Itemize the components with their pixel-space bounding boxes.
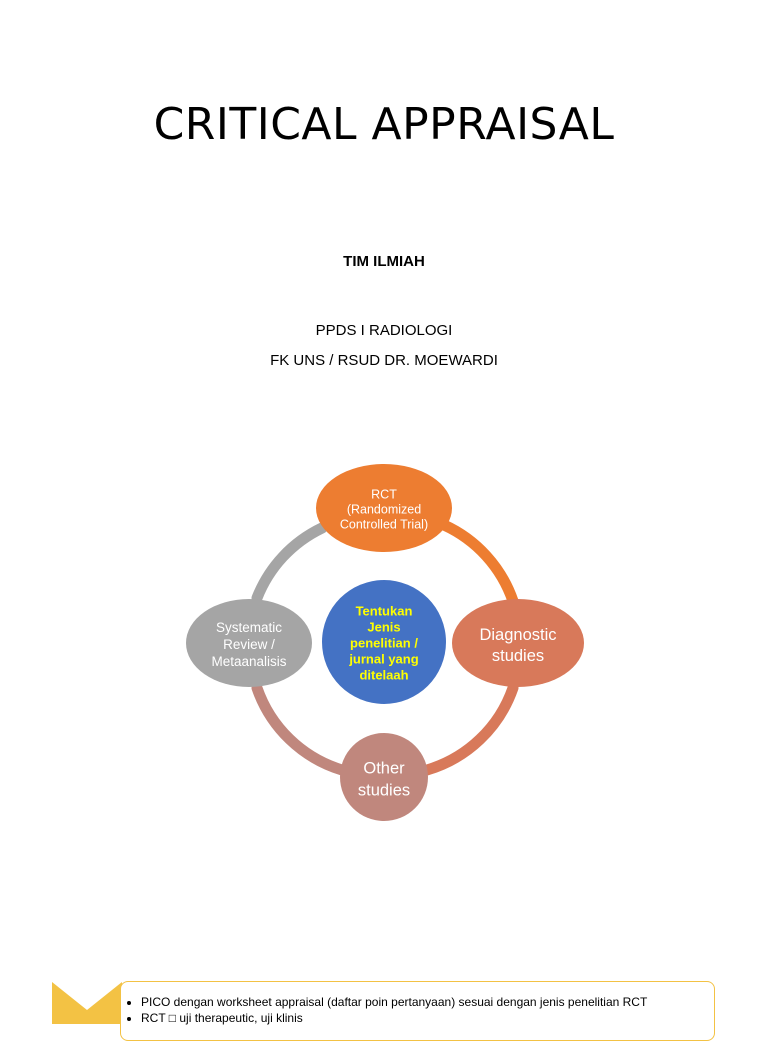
- node-other-studies-label: Other studies: [358, 760, 410, 800]
- node-diagnostic-studies: [452, 599, 584, 687]
- arc-other-to-systematic: [251, 682, 348, 776]
- center-node-label-line: ditelaah: [359, 668, 408, 683]
- node-rct-label-line: RCT: [371, 487, 397, 501]
- chevron-down-icon: [52, 982, 122, 1024]
- node-systematic-label-line: Metaanalisis: [211, 654, 286, 669]
- node-other-label-line: studies: [358, 782, 410, 800]
- center-node-label-line: jurnal yang: [348, 652, 418, 667]
- notes-list: PICO dengan worksheet appraisal (daftar …: [129, 994, 706, 1026]
- node-systematic-label-line: Systematic: [216, 620, 282, 635]
- node-other-studies: [340, 733, 428, 821]
- center-node-label-line: Tentukan: [356, 604, 413, 619]
- node-diagnostic-label-line: studies: [492, 647, 544, 665]
- node-diagnostic-studies-label: Diagnostic studies: [479, 626, 556, 665]
- node-systematic-label-line: Review /: [223, 637, 275, 652]
- center-node: [322, 580, 446, 704]
- center-node-label-line: Jenis: [367, 620, 400, 635]
- department-line: PPDS I RADIOLOGI: [315, 322, 453, 339]
- node-rct-label-line: Controlled Trial): [340, 517, 428, 531]
- institution-line: FK UNS / RSUD DR. MOEWARDI: [270, 352, 498, 369]
- node-rct-label-line: (Randomized: [347, 502, 421, 516]
- note-item: PICO dengan worksheet appraisal (daftar …: [141, 994, 706, 1010]
- node-systematic-review: [186, 599, 312, 687]
- notes-box: PICO dengan worksheet appraisal (daftar …: [120, 981, 715, 1041]
- arc-rct-to-diagnostic: [438, 519, 519, 607]
- node-rct: [316, 464, 452, 552]
- team-name: TIM ILMIAH: [343, 253, 425, 270]
- note-item: RCT □ uji therapeutic, uji klinis: [141, 1010, 706, 1026]
- arc-diagnostic-to-other: [421, 682, 519, 776]
- page-title: CRITICAL APPRAISAL: [153, 99, 615, 150]
- center-node-label-line: penelitian /: [350, 636, 418, 651]
- node-other-label-line: Other: [363, 760, 405, 778]
- node-diagnostic-label-line: Diagnostic: [479, 626, 556, 644]
- arc-systematic-to-rct: [251, 522, 328, 604]
